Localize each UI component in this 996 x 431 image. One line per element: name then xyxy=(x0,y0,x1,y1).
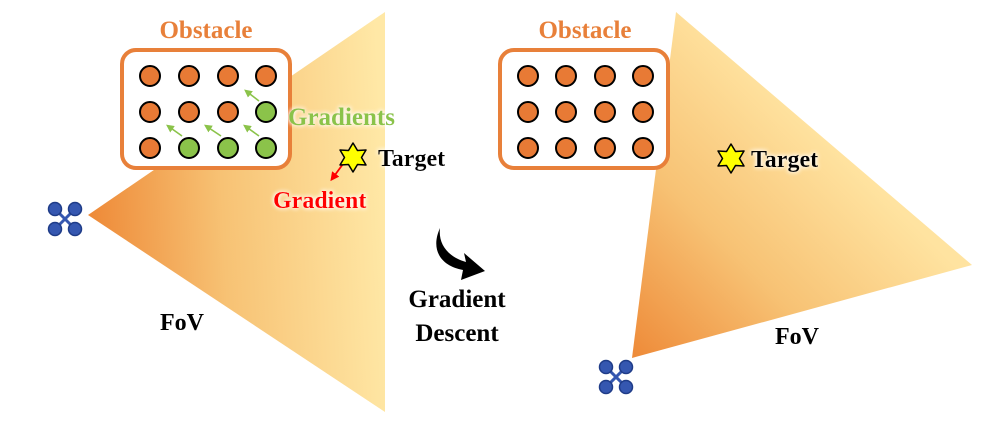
obstacle-circle xyxy=(555,65,577,87)
obstacle-box-left xyxy=(120,48,292,170)
obstacle-circle xyxy=(217,65,239,87)
drone-icon xyxy=(47,201,83,237)
obstacle-circle xyxy=(255,65,277,87)
obstacle-circle xyxy=(217,101,239,123)
obstacle-circle xyxy=(594,65,616,87)
obstacle-circle-gradient xyxy=(255,137,277,159)
right-panel: Obstacle Target FoV xyxy=(498,12,972,395)
star-icon xyxy=(717,143,745,174)
obstacle-circle xyxy=(555,101,577,123)
fov-cone-right xyxy=(632,12,972,358)
obstacle-circles-left xyxy=(139,65,277,159)
obstacle-circle xyxy=(594,101,616,123)
obstacle-circle xyxy=(139,101,161,123)
fov-label-right: FoV xyxy=(775,324,820,350)
obstacle-circle xyxy=(517,101,539,123)
transition-label-line1: Gradient xyxy=(408,286,506,313)
gradient-arrow xyxy=(243,124,260,137)
obstacle-circle xyxy=(178,65,200,87)
gradient-arrow xyxy=(166,124,183,137)
star-icon xyxy=(339,142,367,173)
gradient-arrow xyxy=(244,89,260,102)
gradient-arrows-green xyxy=(166,89,260,137)
obstacle-circle xyxy=(594,137,616,159)
obstacle-circle-gradient xyxy=(178,137,200,159)
obstacle-circle xyxy=(632,101,654,123)
obstacle-circle xyxy=(632,137,654,159)
gradient-label-red: Gradient xyxy=(273,188,366,214)
obstacle-box-right xyxy=(498,48,670,170)
obstacle-circles-right xyxy=(517,65,654,159)
gradients-label: Gradients xyxy=(288,104,395,131)
target-label-right: Target xyxy=(751,147,818,173)
gradient-arrow xyxy=(204,124,222,137)
transition-label-line2: Descent xyxy=(415,320,499,347)
gradient-arrow-red xyxy=(330,163,344,182)
obstacle-title-left: Obstacle xyxy=(159,17,252,44)
obstacle-circle xyxy=(555,137,577,159)
obstacle-title-right: Obstacle xyxy=(538,17,631,44)
curved-arrow-icon xyxy=(436,228,485,280)
fov-label-left: FoV xyxy=(160,310,205,336)
left-panel: Obstacle Gradients Target Gradient FoV xyxy=(47,12,445,412)
target-label-left: Target xyxy=(378,146,445,172)
transition: Gradient Descent xyxy=(408,228,506,347)
fov-cone-left xyxy=(88,12,385,412)
obstacle-circle xyxy=(139,137,161,159)
drone-icon xyxy=(598,359,634,395)
obstacle-circle-gradient xyxy=(255,101,277,123)
obstacle-circle xyxy=(517,137,539,159)
obstacle-circle xyxy=(517,65,539,87)
obstacle-circle xyxy=(139,65,161,87)
obstacle-circle-gradient xyxy=(217,137,239,159)
obstacle-circle xyxy=(178,101,200,123)
obstacle-circle xyxy=(632,65,654,87)
